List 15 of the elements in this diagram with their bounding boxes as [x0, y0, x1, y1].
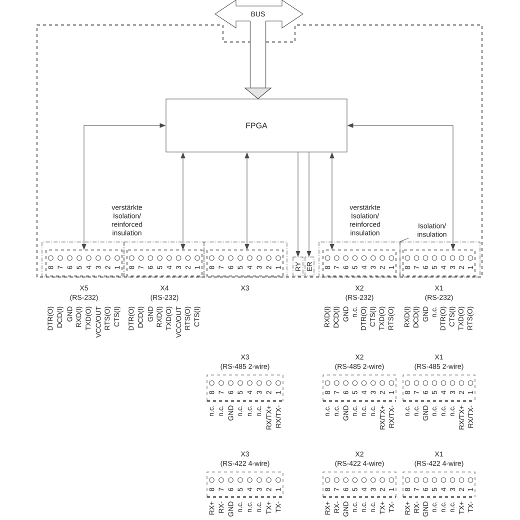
arrow — [244, 152, 250, 250]
isolation-boundary — [124, 242, 204, 278]
arrow — [348, 123, 456, 250]
isolation-boundary — [400, 242, 480, 278]
board-outline — [36, 24, 482, 278]
arrow — [180, 152, 186, 250]
arrow — [82, 123, 166, 250]
isolation-boundary — [318, 242, 400, 278]
leader-line — [400, 238, 409, 242]
arrow — [296, 152, 300, 257]
arrow — [330, 152, 334, 250]
arrow — [306, 152, 312, 257]
isolation-boundary — [204, 242, 288, 278]
fpga-box: FPGA — [166, 98, 348, 152]
isolation-boundary — [42, 242, 124, 278]
